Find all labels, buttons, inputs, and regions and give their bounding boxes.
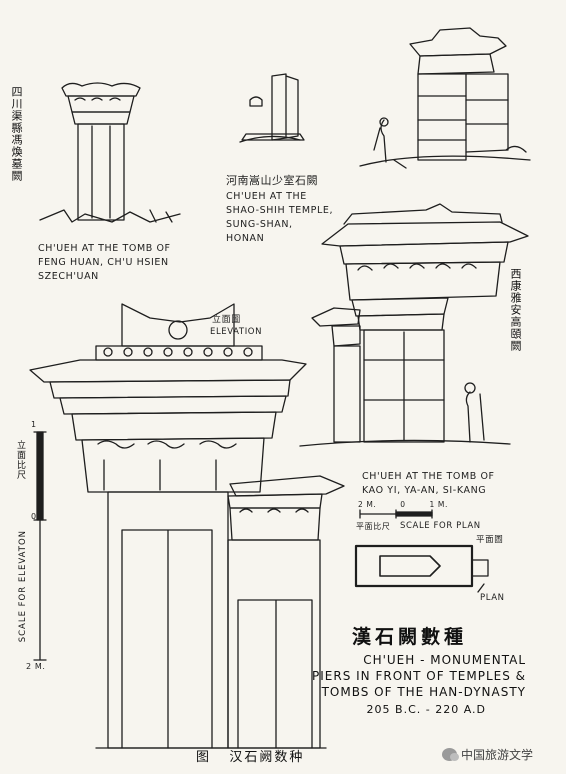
feng-huan-pier-drawing (39, 82, 181, 223)
title-line2: Piers in Front of Temples & (312, 669, 526, 683)
plan-drawing (354, 544, 489, 593)
shao-shih-label-line4: Honan (226, 233, 265, 244)
elevation-label: Elevation (210, 327, 263, 337)
kao-yi-pier-drawing (299, 203, 529, 447)
shao-shih-cjk-label: 河南嵩山少室石闕 (226, 174, 318, 187)
shao-shih-label-line3: Sung-Shan, (226, 219, 293, 230)
shao-shih-ruin-drawing (239, 73, 305, 143)
kao-yi-label-line1: Ch'ueh at the Tomb of (362, 471, 495, 482)
plan-scale-bar (359, 509, 433, 519)
title-line3: Tombs of the Han-Dynasty (321, 685, 526, 699)
title-cjk: 漢石闕數種 (352, 626, 468, 648)
elevation-scale-zero: 0 (31, 512, 37, 521)
figure-caption: 图 汉石阙数种 (196, 750, 305, 765)
elevation-drawing (29, 303, 345, 749)
elevation-scale-bottom-number: 2 M. (26, 662, 46, 671)
feng-huan-label-line1: Ch'ueh at the Tomb of (38, 243, 171, 254)
elevation-scale-label: Scale for Elevaton (18, 530, 28, 643)
plan-scale-numbers: 2 M. 0 1 M. (358, 500, 448, 509)
feng-huan-label-line3: Szech'uan (38, 271, 99, 282)
shao-shih-label-line1: Ch'ueh at the (226, 191, 307, 202)
chat-bubble-icon (442, 748, 459, 761)
elevation-cjk-label: 立面圖 (212, 315, 241, 325)
watermark: 中国旅游文学 (442, 746, 533, 763)
shao-shih-label-line2: Shao-Shih Temple, (226, 205, 334, 216)
elevation-scale-bar (33, 431, 47, 661)
plan-cjk-label: 平面圖 (476, 535, 504, 545)
feng-huan-label-line2: Feng Huan, Ch'u Hsien (38, 257, 169, 268)
plan-label: Plan (480, 593, 505, 603)
title-dates: 205 B.C. - 220 A.D (366, 703, 486, 716)
kao-yi-cjk-label: 西康雅安高頤闕 (509, 268, 522, 352)
plan-scale-cjk-label: 平面比尺 (356, 522, 391, 531)
ruin-tower-drawing (359, 27, 531, 169)
feng-huan-cjk-label: 四川渠縣馮煥墓闕 (10, 86, 23, 182)
title-line1: Ch'ueh - Monumental (363, 653, 526, 667)
plan-scale-label: Scale for Plan (400, 521, 481, 531)
watermark-text: 中国旅游文学 (461, 748, 534, 762)
elevation-scale-cjk-label: 立面比尺 (15, 440, 25, 480)
elevation-scale-top-number: 1 (31, 420, 37, 429)
kao-yi-label-line2: Kao Yi, Ya-an, Si-kang (362, 485, 487, 496)
